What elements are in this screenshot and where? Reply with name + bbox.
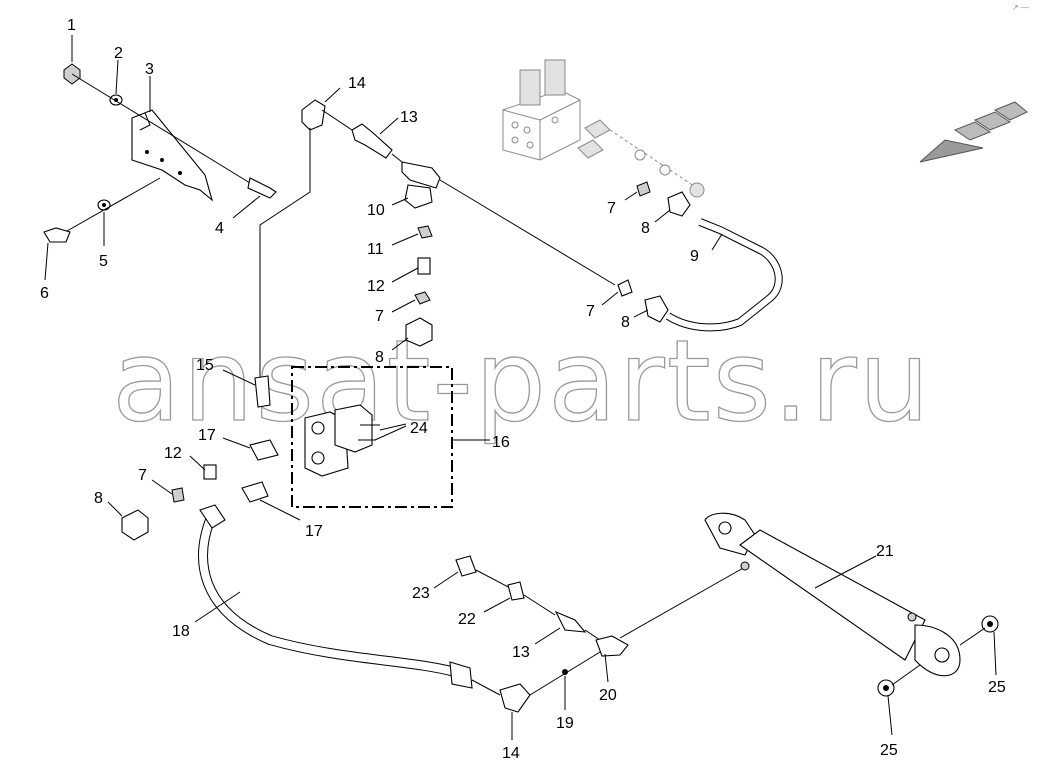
callout-8c: 8 <box>621 314 630 331</box>
callout-24: 24 <box>410 420 428 437</box>
callout-labels: 1 2 3 4 5 6 7 8 9 14 13 10 11 12 7 8 7 8… <box>40 17 1006 762</box>
callout-25a: 25 <box>988 679 1006 696</box>
leader-lines <box>44 35 997 740</box>
callout-6: 6 <box>40 285 49 302</box>
callout-7d: 7 <box>138 467 147 484</box>
valve-block <box>502 59 705 198</box>
bracket-assembly <box>43 63 277 243</box>
callout-18: 18 <box>172 623 190 640</box>
callout-8d: 8 <box>94 490 103 507</box>
pipe-9 <box>617 181 783 332</box>
lower-fittings <box>455 555 746 696</box>
cylinder-21 <box>704 512 999 697</box>
corner-mark: ↗ — <box>1012 3 1029 12</box>
callout-22: 22 <box>458 611 476 628</box>
callout-8b: 8 <box>375 349 384 366</box>
callout-4: 4 <box>215 220 224 237</box>
direction-arrow-icon <box>919 101 1028 163</box>
callout-7c: 7 <box>586 303 595 320</box>
callout-12a: 12 <box>367 278 385 295</box>
callout-14a: 14 <box>348 75 366 92</box>
callout-15: 15 <box>196 357 214 374</box>
callout-14b: 14 <box>502 745 520 762</box>
callout-16: 16 <box>492 434 510 451</box>
callout-5: 5 <box>99 253 108 270</box>
callout-23: 23 <box>412 585 430 602</box>
callout-19: 19 <box>556 715 574 732</box>
callout-1: 1 <box>67 17 76 34</box>
tee-fitting-chain <box>259 99 616 380</box>
callout-13b: 13 <box>512 644 530 661</box>
callout-17b: 17 <box>305 523 323 540</box>
callout-20: 20 <box>599 687 617 704</box>
callout-7b: 7 <box>375 308 384 325</box>
callout-13a: 13 <box>400 109 418 126</box>
callout-12b: 12 <box>164 445 182 462</box>
callout-2: 2 <box>114 45 123 62</box>
watermark: ansat-parts.ru <box>112 317 932 447</box>
callout-17a: 17 <box>198 427 216 444</box>
callout-10: 10 <box>367 202 385 219</box>
callout-9: 9 <box>690 248 699 265</box>
callout-11: 11 <box>367 241 384 258</box>
hose-18 <box>198 504 531 713</box>
callout-21: 21 <box>876 543 894 560</box>
callout-8a: 8 <box>641 220 650 237</box>
callout-25b: 25 <box>880 742 898 759</box>
callout-7a: 7 <box>607 200 616 217</box>
valve-16-group <box>121 366 453 541</box>
callout-3: 3 <box>145 61 154 78</box>
